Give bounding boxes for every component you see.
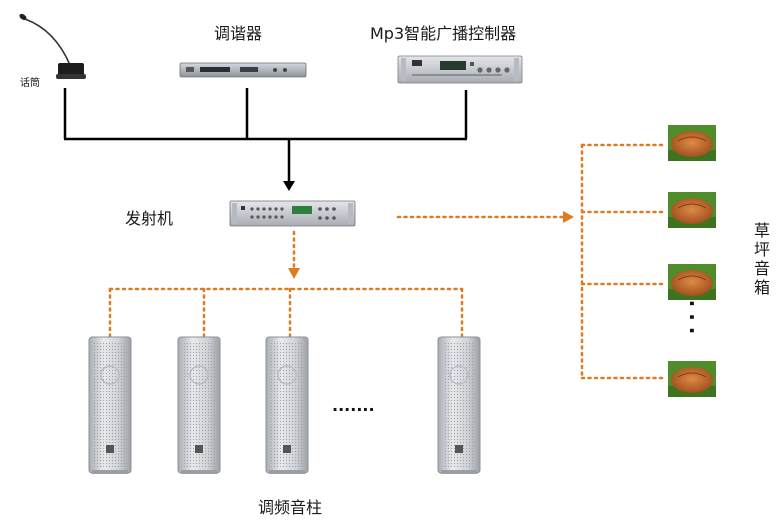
- column-speaker-3: [265, 336, 309, 474]
- transmitter-label: 发射机: [125, 209, 174, 228]
- tuner-label: 调谐器: [214, 24, 263, 43]
- transmitter-icon: [229, 200, 356, 227]
- arrow-right-orange: [563, 211, 574, 223]
- lawn-speaker-icon: [668, 125, 716, 397]
- microphone-icon: [19, 13, 86, 79]
- column-speakers-label: 调频音柱: [258, 498, 323, 517]
- mp3-controller-icon: [397, 55, 523, 84]
- arrow-to-transmitter: [283, 181, 295, 191]
- wireless-links: [108, 143, 665, 380]
- column-speaker-4: [437, 336, 481, 474]
- microphone-label: 话筒: [20, 78, 40, 89]
- column-speaker-2: [177, 336, 221, 474]
- lawn-speaker-3: [668, 264, 716, 300]
- lawn-speaker-2: [668, 192, 716, 228]
- tuner-device-icon: [179, 62, 307, 78]
- arrow-down-orange: [288, 268, 300, 279]
- lawn-speakers-label: 草坪音箱: [751, 222, 770, 298]
- column-speaker-ellipsis: .......: [332, 396, 375, 415]
- column-speaker-1: [88, 336, 132, 474]
- column-speaker-icon: [88, 336, 481, 474]
- lawn-speaker-1: [668, 125, 716, 161]
- lawn-speaker-ellipsis: ···: [680, 300, 704, 341]
- lawn-speaker-4: [668, 361, 716, 397]
- wired-connections: [63, 88, 468, 183]
- mp3-controller-label: Mp3智能广播控制器: [370, 24, 517, 43]
